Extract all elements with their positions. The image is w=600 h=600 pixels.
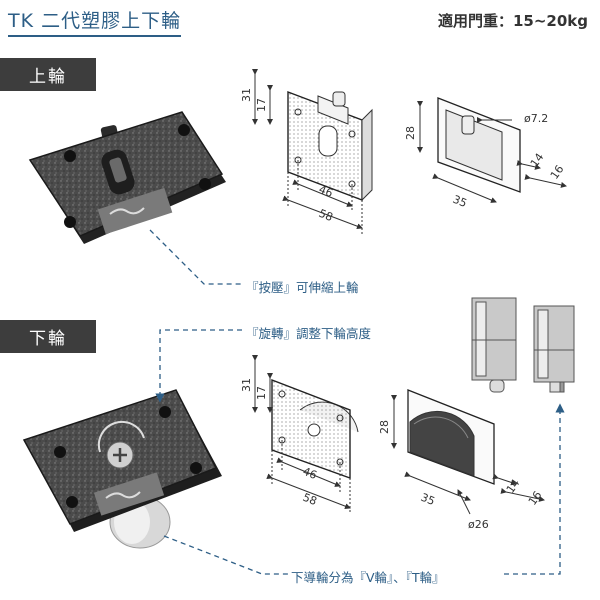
door-weight-spec: 適用門重：15~20kg	[437, 12, 588, 30]
dim-top-17: 17	[255, 98, 268, 112]
section-tab-bottom-wheel: 下輪	[0, 320, 96, 353]
bottom-side-drawing	[391, 389, 545, 515]
dim-bottom-17: 17	[255, 386, 268, 400]
note-rotate-adjust: 『旋轉』調整下輪高度	[246, 326, 372, 341]
dim-bottom-14: 14	[504, 477, 523, 496]
top-front-drawing	[252, 69, 373, 234]
dim-bottom-16: 16	[526, 489, 545, 508]
callout-lines	[149, 229, 565, 575]
dim-bottom-diameter: ø26	[468, 518, 489, 531]
dim-bottom-58: 58	[301, 491, 319, 508]
dim-top-14: 14	[528, 151, 547, 170]
dim-top-35: 35	[451, 193, 469, 210]
section-tab-top-wheel: 上輪	[0, 58, 96, 91]
dim-top-58: 58	[317, 207, 335, 224]
dim-bottom-35: 35	[419, 491, 437, 508]
dim-top-31: 31	[240, 88, 253, 102]
dim-top-diameter: ø7.2	[524, 112, 548, 125]
dim-top-46: 46	[317, 183, 335, 200]
t-wheel-variant	[533, 305, 575, 393]
top-wheel-photo	[28, 111, 226, 244]
dim-top-16: 16	[548, 163, 567, 182]
dim-bottom-46: 46	[301, 465, 319, 482]
v-wheel-variant	[471, 297, 517, 393]
page-title: TK 二代塑膠上下輪	[8, 6, 182, 37]
bottom-front-drawing	[252, 355, 359, 514]
note-press-retract: 『按壓』可伸縮上輪	[246, 280, 359, 295]
dim-bottom-31: 31	[240, 378, 253, 392]
dim-top-28: 28	[404, 126, 417, 140]
bottom-wheel-photo	[22, 389, 222, 549]
note-wheel-types: 下導輪分為『V輪』、『T輪』	[291, 570, 445, 585]
top-side-drawing	[417, 97, 567, 203]
dim-bottom-28: 28	[378, 420, 391, 434]
